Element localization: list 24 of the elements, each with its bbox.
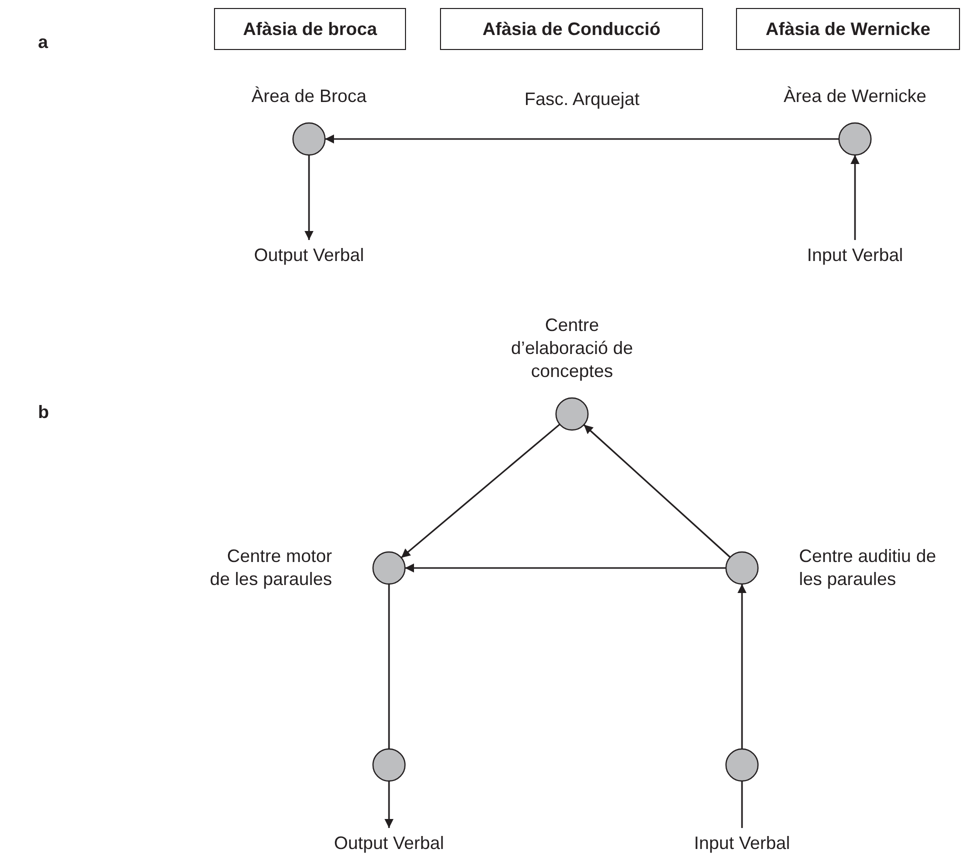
node-label: Output Verbal (334, 832, 444, 854)
node-label: Àrea de Broca (251, 85, 367, 108)
panel-letter: b (38, 402, 49, 423)
node-label: Input Verbal (694, 832, 790, 854)
arrow (304, 155, 314, 240)
arrow (325, 134, 839, 144)
arrow (384, 781, 394, 828)
node-circle (372, 748, 406, 782)
arrow (738, 584, 746, 749)
node-label: Centre d’elaboració de conceptes (510, 314, 634, 383)
node-label: Centre auditiu de les paraules (799, 545, 938, 591)
panel-letter: a (38, 32, 48, 53)
node-label: Output Verbal (254, 244, 364, 266)
arrow (405, 564, 726, 572)
syndrome-box: Afàsia de Conducció (440, 8, 703, 50)
arrow (400, 424, 560, 558)
syndrome-box: Afàsia de broca (214, 8, 406, 50)
node-circle (725, 748, 759, 782)
arrow (850, 155, 860, 240)
arrow (583, 424, 731, 558)
node-label: Àrea de Wernicke (784, 85, 926, 108)
syndrome-box: Afàsia de Wernicke (736, 8, 960, 50)
node-label: Centre motor de les paraules (208, 545, 332, 591)
node-label: Input Verbal (806, 244, 904, 266)
